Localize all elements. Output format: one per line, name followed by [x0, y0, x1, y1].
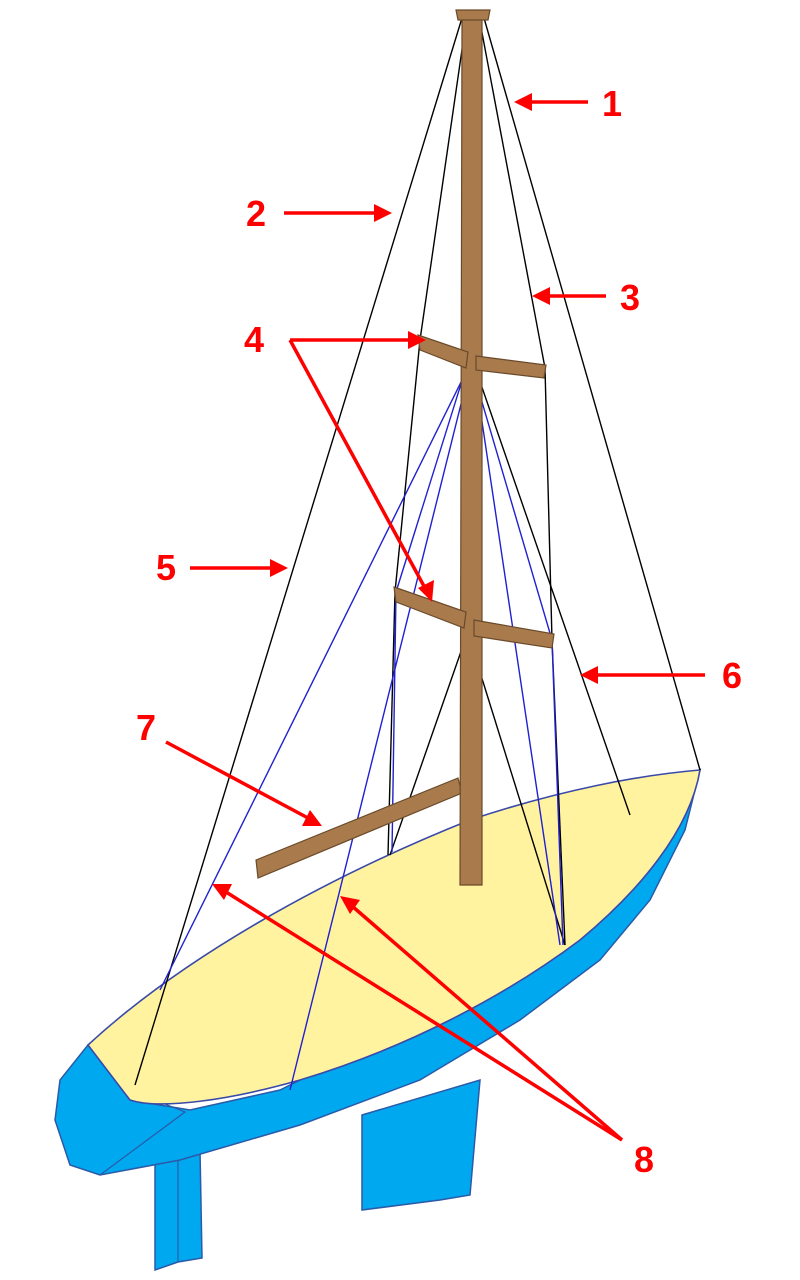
- label-2: 2: [246, 193, 266, 234]
- keel-fin: [361, 1078, 481, 1211]
- masthead: [455, 9, 491, 21]
- label-1: 1: [602, 83, 622, 124]
- black-rigging: [134, 17, 701, 1086]
- lower-spreader-left: [393, 586, 467, 629]
- label-7: 7: [136, 707, 156, 748]
- mast: [459, 17, 483, 886]
- label-5: 5: [156, 547, 176, 588]
- label-4: 4: [244, 319, 264, 360]
- label-6: 6: [722, 655, 742, 696]
- label-3: 3: [620, 277, 640, 318]
- lower-spreader-right: [473, 619, 555, 649]
- label-8: 8: [634, 1139, 654, 1180]
- callout-arrows: [165, 93, 705, 1142]
- upper-spreader-right: [475, 355, 547, 379]
- upper-spreader-left: [417, 334, 469, 369]
